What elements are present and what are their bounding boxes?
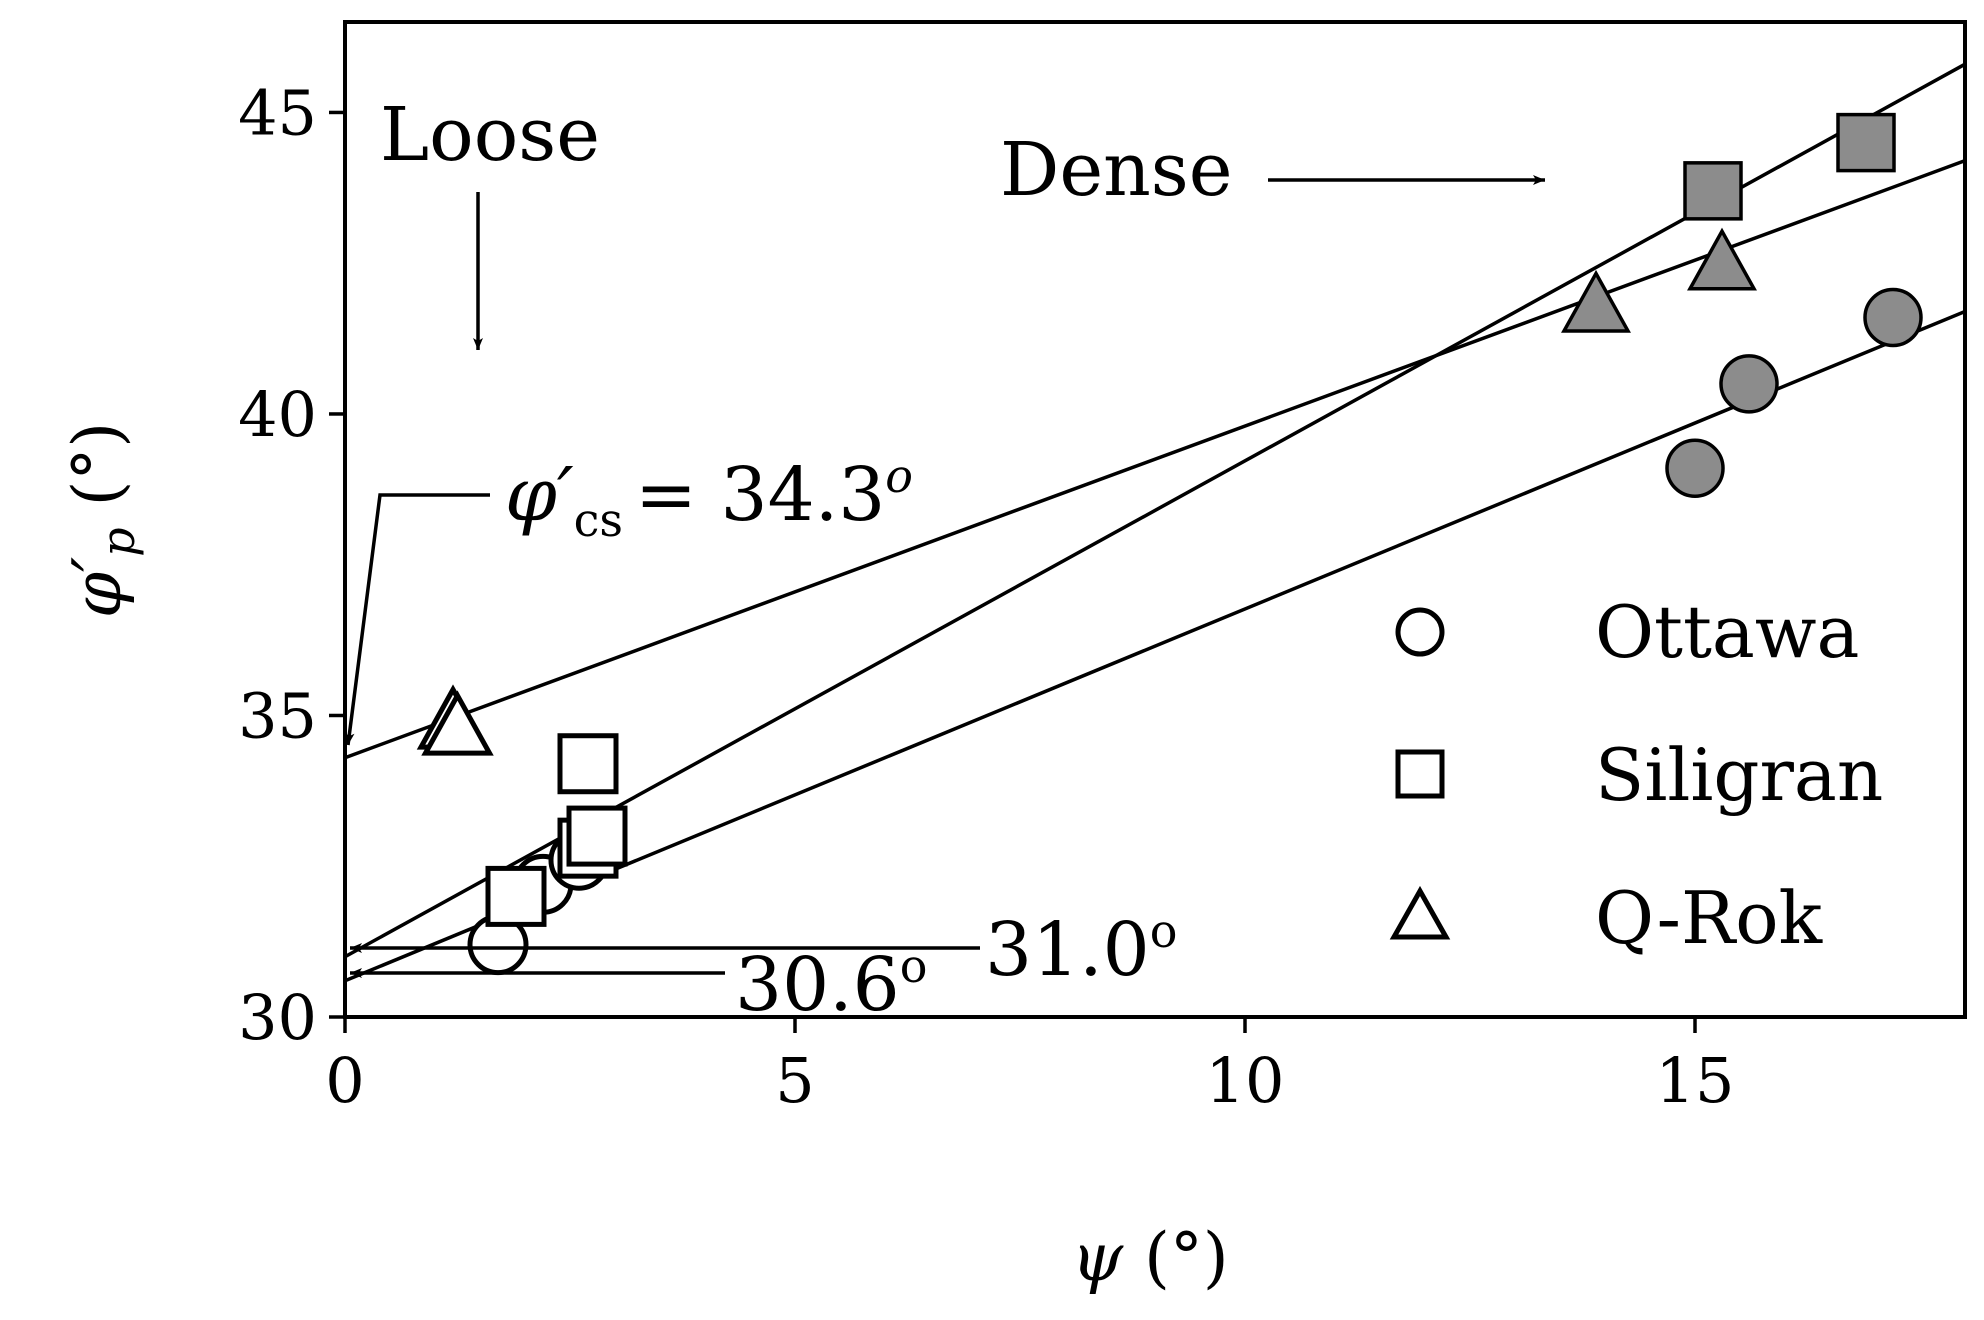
x-axis-label: ψ (°) [1071, 1219, 1228, 1296]
legend-label-siligran: Siligran [1595, 733, 1883, 817]
annotation-phi-cs: φ′cs= 34.3o [505, 449, 913, 547]
data-point-q-rok [1687, 227, 1757, 291]
y-axis-label: φ′p (°) [59, 422, 145, 618]
legend-marker-siligran [1395, 749, 1445, 799]
y-tick-label: 40 [238, 378, 317, 451]
data-point-q-rok [421, 690, 494, 756]
y-axis-ticks: 30 35 40 45 [238, 76, 345, 1054]
data-point-siligran [1683, 161, 1743, 221]
arrow-phi-cs [344, 493, 490, 746]
plot-frame [343, 20, 1967, 1019]
x-tick-label: 0 [325, 1044, 364, 1117]
y-tick-label: 30 [238, 981, 317, 1054]
y-tick-label: 35 [238, 679, 317, 752]
data-point-siligran [485, 865, 547, 927]
legend-label-q-rok: Q-Rok [1595, 876, 1824, 960]
data-point-ottawa [1719, 354, 1779, 414]
annotation-dense: Dense [1000, 127, 1233, 213]
data-markers [416, 112, 1923, 976]
x-tick-label: 10 [1206, 1044, 1285, 1117]
annotation-30-6: 30.6o [735, 939, 927, 1028]
x-tick-label: 15 [1656, 1044, 1735, 1117]
x-tick-label: 5 [775, 1044, 814, 1117]
data-point-ottawa [1665, 438, 1725, 498]
legend-label-ottawa: Ottawa [1595, 590, 1859, 674]
legend-marker-ottawa [1395, 607, 1445, 657]
data-point-q-rok [1561, 269, 1631, 333]
legend-marker-q-rok [1389, 885, 1451, 940]
data-point-ottawa [1863, 287, 1923, 348]
data-point-siligran [566, 805, 628, 867]
data-point-siligran [557, 733, 619, 795]
annotation-loose: Loose [380, 92, 600, 178]
x-axis-ticks: 0 5 10 15 [325, 1017, 1734, 1117]
y-tick-label: 45 [238, 76, 317, 149]
annotation-31: 31.0o [985, 904, 1177, 993]
data-point-siligran [1836, 112, 1896, 173]
fit-line [345, 159, 1965, 760]
legend: Ottawa Siligran Q-Rok [1389, 590, 1883, 960]
